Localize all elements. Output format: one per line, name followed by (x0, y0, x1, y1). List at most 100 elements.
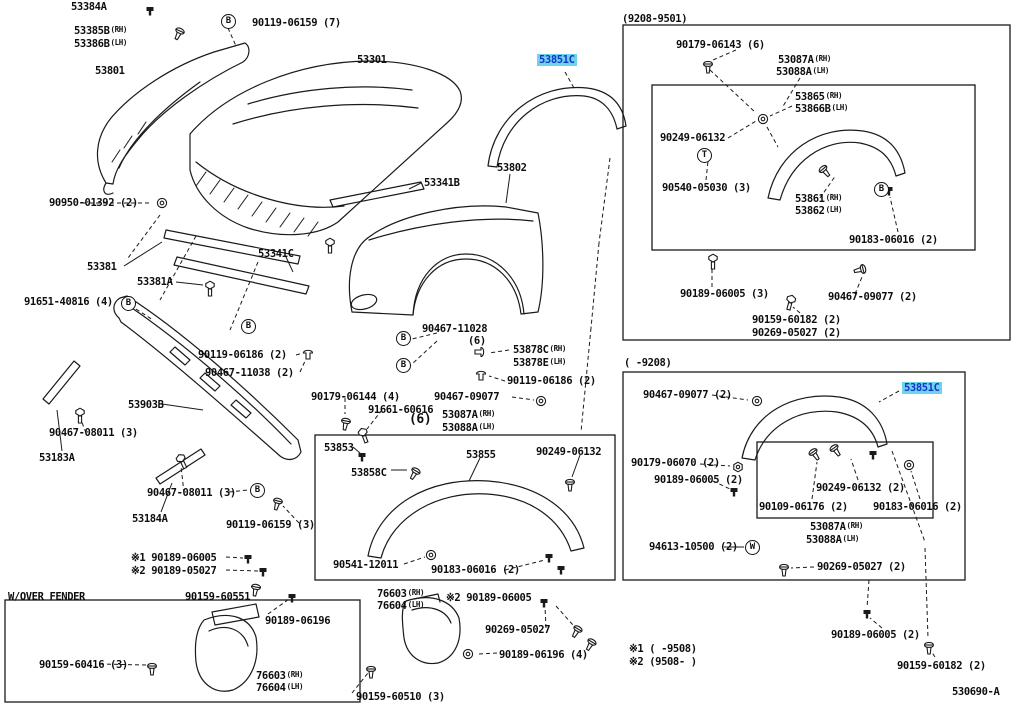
grommet-icon (425, 549, 437, 561)
hood-crease (247, 86, 413, 105)
part-label: 53865(RH) (795, 91, 843, 103)
part-label: 90189-06005 (2) (831, 629, 920, 641)
clip-icon (357, 452, 367, 463)
part-label: 90249-06132 (660, 132, 726, 144)
mud-flap-right (401, 597, 461, 665)
part-label: 53853 (324, 442, 354, 454)
bolt-icon (174, 452, 190, 471)
box-pre-9208-inner (756, 441, 934, 519)
screw-icon (852, 263, 868, 277)
clip-icon (868, 450, 878, 461)
circled-letter-marker: B (396, 331, 411, 346)
part-label: 53903B (128, 399, 164, 411)
clip-icon (539, 598, 549, 609)
part-label: ※2 90189-06005 (446, 592, 532, 604)
part-label: 53087A(RH) (778, 54, 831, 66)
part-label: 90159-60182 (2) (897, 660, 986, 672)
part-label: 90183-06016 (2) (849, 234, 938, 246)
screw-icon (365, 665, 377, 679)
part-label: 53384A (71, 1, 107, 13)
bolt-icon (325, 237, 335, 254)
screw-icon (564, 478, 576, 492)
screw-icon (923, 641, 935, 655)
part-label: 90109-06176 (2) (759, 501, 848, 513)
screw-icon (569, 623, 584, 640)
box-over-fender (4, 599, 361, 703)
part-label: (6) (409, 412, 432, 427)
fender-character-line (368, 218, 534, 241)
hood-hatching (195, 171, 319, 237)
part-label: 90159-60551 (185, 591, 251, 603)
part-label: 90183-06016 (2) (873, 501, 962, 513)
circled-letter-marker: W (745, 540, 760, 555)
seal-strip-53381 (163, 229, 301, 265)
part-label: 53386B(LH) (74, 38, 127, 50)
flare-pre-9208 (741, 395, 888, 461)
part-label: 91661-60616 (368, 404, 434, 416)
part-label: 90189-06005 (2) (654, 474, 743, 486)
box-9208-9501 (622, 24, 1011, 341)
clip-icon (287, 593, 297, 604)
box-flare (314, 434, 616, 581)
hood-inner-frame (96, 42, 250, 185)
part-label: 90541-12011 (333, 559, 399, 571)
part-label: 53183A (39, 452, 75, 464)
part-label: 90269-05027 (2) (817, 561, 906, 573)
part-label: (6) (468, 335, 486, 347)
headlamp (350, 293, 378, 311)
part-label: 90189-06005 (3) (680, 288, 769, 300)
grommet-icon (757, 113, 769, 125)
note-label: ※1 ( -9508) (629, 643, 697, 655)
part-label: 90249-06132 (2) (816, 482, 905, 494)
screw-icon (339, 417, 352, 432)
screw-icon (171, 26, 186, 42)
part-label: 90179-06143 (6) (676, 39, 765, 51)
screw-icon (249, 583, 262, 598)
valance-slot (199, 372, 221, 392)
part-label: ※1 90189-06005 (131, 552, 217, 564)
clip-icon (474, 346, 485, 358)
part-label: 53855 (466, 449, 496, 461)
hood-crease (232, 103, 419, 125)
clip-icon (302, 349, 314, 360)
valance-53903b (113, 295, 302, 461)
part-label: 90159-60182 (2) (752, 314, 841, 326)
box-pre-9208 (622, 371, 966, 581)
nut-icon (733, 461, 743, 473)
part-label: 53381A (137, 276, 173, 288)
part-label: 76604(LH) (256, 682, 304, 694)
part-label: 90189-06196 (4) (499, 649, 588, 661)
screw-icon (778, 563, 790, 577)
section-caption: ( -9208) (624, 357, 672, 369)
part-label: 53088A(LH) (806, 534, 859, 546)
valance-inner-line (128, 305, 292, 445)
part-label: 90467-11038 (2) (205, 367, 294, 379)
part-label: 90467-08011 (3) (147, 487, 236, 499)
clip-icon (243, 554, 253, 565)
screw-icon (407, 465, 422, 482)
part-label: 53087A(RH) (810, 521, 863, 533)
part-label: 90119-06186 (2) (198, 349, 287, 361)
hood-outline (189, 60, 462, 236)
circled-letter-marker: B (874, 182, 889, 197)
part-label: 90269-05027 (2) (752, 327, 841, 339)
grommet-icon (535, 395, 547, 407)
hood-inner-hatching (111, 121, 147, 163)
part-label: 53087A(RH) (442, 409, 495, 421)
cowl-strip-53341b (329, 181, 425, 208)
part-label: 91651-40816 (4) (24, 296, 113, 308)
bolt-icon (75, 407, 85, 424)
box-9208-9501-inner (651, 84, 976, 251)
part-label: 90467-09077 (434, 391, 500, 403)
part-label: 90119-06159 (7) (252, 17, 341, 29)
part-label: 90119-06159 (3) (226, 519, 315, 531)
grommet-icon (156, 197, 168, 209)
part-label: 53184A (132, 513, 168, 525)
part-label: 90467-09077 (2) (828, 291, 917, 303)
part-label: 53861(RH) (795, 193, 843, 205)
screw-icon (807, 446, 823, 463)
circled-letter-marker: B (396, 358, 411, 373)
fender-outline (348, 205, 544, 316)
flare-9208-9501 (767, 129, 906, 201)
